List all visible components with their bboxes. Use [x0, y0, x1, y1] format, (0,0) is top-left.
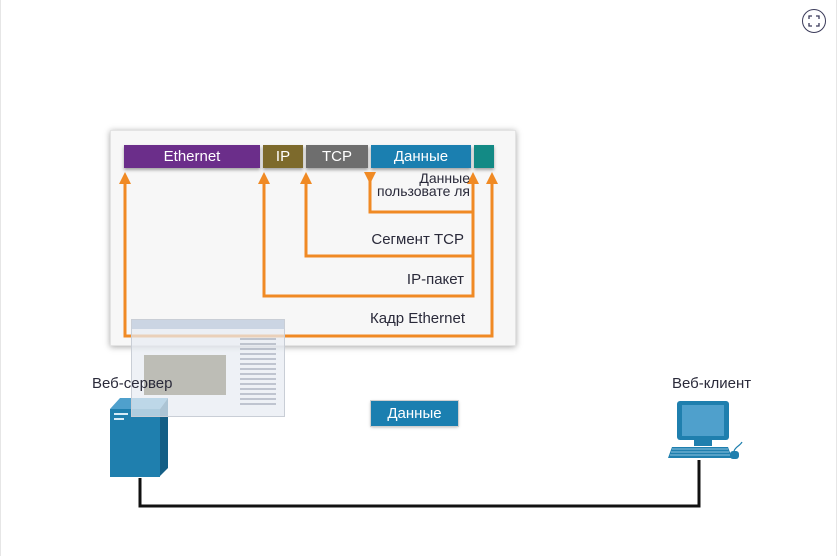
ethernet-trailer — [474, 145, 494, 168]
data-packet: Данные — [370, 400, 459, 427]
ip-packet-label: IP-пакет — [406, 271, 464, 288]
web-page-thumbnail — [131, 319, 285, 417]
web-server-label: Веб-сервер — [92, 375, 173, 392]
user-data-bracket — [364, 172, 479, 214]
thumbnail-image — [144, 355, 226, 395]
computer-icon — [668, 401, 743, 459]
ethernet-header: Ethernet — [124, 145, 260, 168]
thumbnail-toolbar — [132, 320, 284, 329]
user-data-label: Данные пользовате ля — [376, 170, 470, 199]
expand-icon — [808, 15, 820, 27]
ethernet-frame-label: Кадр Ethernet — [369, 310, 465, 327]
frame-border-left — [0, 0, 1, 556]
tcp-segment-label: Сегмент TCP — [371, 231, 464, 248]
tcp-header: TCP — [306, 145, 368, 168]
ip-header: IP — [263, 145, 303, 168]
network-cable — [138, 460, 701, 508]
web-client-label: Веб-клиент — [672, 375, 752, 392]
fullscreen-button[interactable] — [802, 9, 826, 33]
ethernet-frame-bracket — [123, 178, 494, 338]
thumbnail-text-column — [240, 338, 276, 408]
data-header: Данные — [371, 145, 471, 168]
